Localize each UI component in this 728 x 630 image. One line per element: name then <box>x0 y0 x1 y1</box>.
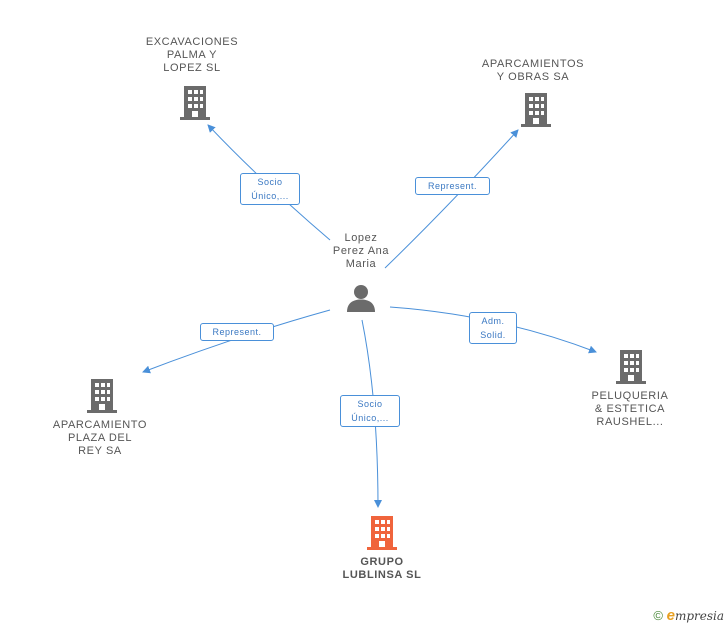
person-icon[interactable] <box>346 284 376 312</box>
node-label-peluqueria[interactable]: PELUQUERIA & ESTETICA RAUSHEL... <box>591 390 669 428</box>
edge-label-to-aparcamiento-plaza: Represent. <box>200 323 274 341</box>
building-icon-aparcamiento-plaza[interactable] <box>86 379 118 413</box>
building-icon-aparcamientos-obras[interactable] <box>520 93 552 127</box>
node-label-excavaciones[interactable]: EXCAVACIONES PALMA Y LOPEZ SL <box>145 36 239 74</box>
edge-to-aparcamientos-obras <box>384 129 519 269</box>
empresia-logo-icon: e <box>666 607 675 624</box>
node-label-grupo[interactable]: GRUPO LUBLINSA SL <box>342 556 422 581</box>
edge-label-to-grupo: Socio Único,... <box>340 395 400 427</box>
copyright-symbol: © <box>653 608 663 623</box>
node-label-person[interactable]: Lopez Perez Ana Maria <box>332 232 390 270</box>
building-icon-grupo[interactable] <box>366 516 398 550</box>
footer-brand: © empresia <box>653 607 724 624</box>
brand-name: mpresia <box>674 609 724 623</box>
edge-label-to-excavaciones: Socio Único,... <box>240 173 300 205</box>
node-label-aparcamientos-obras[interactable]: APARCAMIENTOS Y OBRAS SA <box>481 58 585 83</box>
building-icon-peluqueria[interactable] <box>615 350 647 384</box>
edge-label-to-peluqueria: Adm. Solid. <box>469 312 517 344</box>
edge-to-aparcamiento-plaza <box>142 309 331 374</box>
building-icon-excavaciones[interactable] <box>179 86 211 120</box>
node-label-aparcamiento-plaza[interactable]: APARCAMIENTO PLAZA DEL REY SA <box>52 419 148 457</box>
edge-label-to-aparcamientos-obras: Represent. <box>415 177 490 195</box>
